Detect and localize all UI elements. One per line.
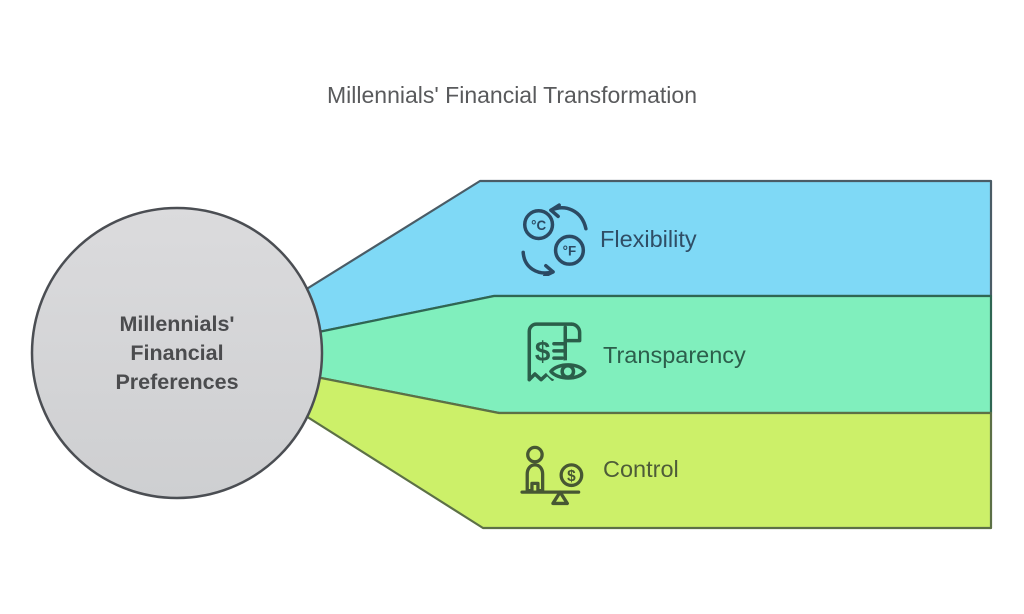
- item-label-transparency: Transparency: [603, 341, 746, 368]
- item-label-control: Control: [603, 455, 679, 482]
- item-row-control: $ Control: [519, 432, 679, 506]
- center-circle-shape: [30, 206, 324, 500]
- fahrenheit-glyph: °F: [563, 243, 577, 258]
- item-row-transparency: $ Transparency: [519, 318, 746, 392]
- item-label-flexibility: Flexibility: [600, 225, 697, 252]
- dollar-glyph: $: [567, 468, 576, 485]
- item-row-flexibility: °C °F Flexibility: [516, 202, 697, 276]
- dollar-glyph: $: [535, 336, 551, 367]
- celsius-glyph: °C: [531, 218, 546, 233]
- diagram-title: Millennials' Financial Transformation: [327, 82, 697, 108]
- center-circle-label: Millennials' Financial Preferences: [115, 311, 239, 394]
- receipt-eye-icon: $: [527, 322, 591, 383]
- person-money-balance-icon: $: [520, 445, 584, 506]
- temperature-conversion-icon: °C °F: [521, 203, 588, 276]
